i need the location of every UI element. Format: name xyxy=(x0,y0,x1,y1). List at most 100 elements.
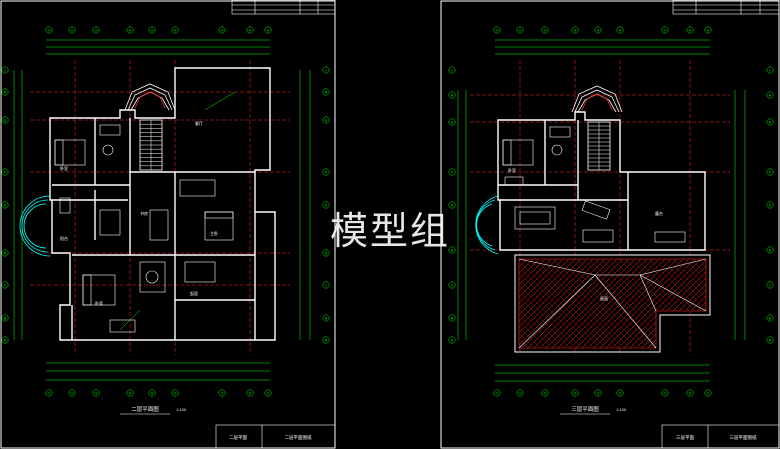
axis-label: ⑨ xyxy=(706,391,709,395)
axis-label: G xyxy=(4,118,7,122)
axis-bubble xyxy=(448,66,456,74)
right-room-label: 卧室 xyxy=(508,167,516,173)
left-room-labels: 卧室 卧室 书房 客厅 主卧 起居 阳台 xyxy=(60,120,218,306)
right-round-balcony xyxy=(475,195,499,255)
axis-label: G xyxy=(769,120,772,124)
left-bay-window xyxy=(124,83,176,111)
axis-label: ⑧ xyxy=(248,28,251,32)
left-title-block-text-2: 二层平面图纸 xyxy=(285,434,312,441)
axis-label: ⑨ xyxy=(266,28,269,32)
left-plan-title: 二层平面图 xyxy=(131,405,159,413)
axis-label: ① xyxy=(495,391,498,395)
right-bay-window-accent xyxy=(581,93,613,111)
axis-bubble xyxy=(126,26,134,34)
axis-bubble xyxy=(1,66,9,74)
axis-label: E xyxy=(325,203,327,207)
axis-bubble xyxy=(68,26,76,34)
axis-bubble xyxy=(766,91,774,99)
right-title-block-text-1: 三层平面 xyxy=(676,435,694,441)
axis-bubble xyxy=(264,26,272,34)
axis-label: ④ xyxy=(128,391,131,395)
axis-label: G xyxy=(451,120,454,124)
axis-bubble xyxy=(766,201,774,209)
right-roof xyxy=(514,254,711,353)
axis-bubble xyxy=(171,26,179,34)
axis-label: ⑥ xyxy=(618,391,621,395)
axis-bubble xyxy=(493,26,501,34)
axis-bubble xyxy=(766,281,774,289)
axis-label: C xyxy=(325,283,328,287)
axis-label: F xyxy=(4,170,6,174)
left-room-label: 阳台 xyxy=(60,235,68,241)
left-title-block-text-1: 二层平面 xyxy=(229,435,247,441)
axis-bubble xyxy=(594,389,602,397)
axis-label: ③ xyxy=(94,391,97,395)
axis-bubble xyxy=(766,336,774,344)
axis-label: J xyxy=(4,68,6,72)
axis-bubble xyxy=(264,389,272,397)
axis-label: ⑤ xyxy=(596,28,599,32)
axis-bubble xyxy=(448,336,456,344)
axis-label: ⑤ xyxy=(150,391,153,395)
axis-bubble xyxy=(92,26,100,34)
axis-bubble xyxy=(766,168,774,176)
left-walls xyxy=(49,67,276,341)
axis-bubble xyxy=(704,26,712,34)
axis-label: ⑦ xyxy=(220,28,223,32)
right-title-block xyxy=(661,424,780,449)
axis-label: A xyxy=(325,338,328,342)
right-plan-title: 三层平面图 xyxy=(571,405,599,413)
axis-bubble xyxy=(68,389,76,397)
left-revision-table xyxy=(231,0,336,15)
axis-bubble xyxy=(516,389,524,397)
axis-bubble xyxy=(661,389,669,397)
axis-label: ⑥ xyxy=(618,28,621,32)
axis-label: ④ xyxy=(573,28,576,32)
axis-label: E xyxy=(4,203,6,207)
axis-bubble xyxy=(448,246,456,254)
left-annotation-line xyxy=(119,91,236,331)
right-roof-outline xyxy=(514,254,711,353)
axis-label: H xyxy=(451,93,454,97)
axis-bubble xyxy=(322,116,330,124)
left-room-label: 书房 xyxy=(140,210,148,216)
axis-label: ③ xyxy=(543,391,546,395)
axis-label: A xyxy=(451,338,454,342)
axis-bubble xyxy=(171,389,179,397)
axis-bubble xyxy=(541,389,549,397)
axis-bubble xyxy=(218,389,226,397)
axis-label: B xyxy=(451,316,454,320)
axis-bubble xyxy=(493,389,501,397)
axis-bubble xyxy=(148,389,156,397)
axis-label: ⑨ xyxy=(266,391,269,395)
axis-bubble xyxy=(766,66,774,74)
axis-bubble xyxy=(661,26,669,34)
left-bay-window-accent xyxy=(134,91,166,109)
axis-label: ⑤ xyxy=(596,391,599,395)
axis-bubble xyxy=(1,336,9,344)
axis-bubble xyxy=(322,88,330,96)
axis-label: B xyxy=(769,316,772,320)
right-bed xyxy=(502,139,534,166)
left-dimension-lines-bottom xyxy=(46,362,270,381)
left-room-label: 起居 xyxy=(190,290,198,296)
left-room-label: 卧室 xyxy=(60,165,68,171)
axis-bubble xyxy=(148,26,156,34)
axis-label: ③ xyxy=(543,28,546,32)
axis-label: B xyxy=(325,316,328,320)
axis-bubble xyxy=(45,389,53,397)
axis-bubble xyxy=(594,26,602,34)
axis-label: D xyxy=(325,251,328,255)
axis-label: ⑦ xyxy=(663,391,666,395)
axis-bubble xyxy=(704,389,712,397)
axis-label: E xyxy=(451,203,453,207)
axis-bubble xyxy=(322,314,330,322)
axis-label: J xyxy=(325,68,327,72)
axis-label: H xyxy=(769,93,772,97)
left-furniture xyxy=(54,124,234,333)
left-bed-1 xyxy=(54,139,86,166)
axis-bubble xyxy=(1,249,9,257)
axis-bubble xyxy=(246,389,254,397)
